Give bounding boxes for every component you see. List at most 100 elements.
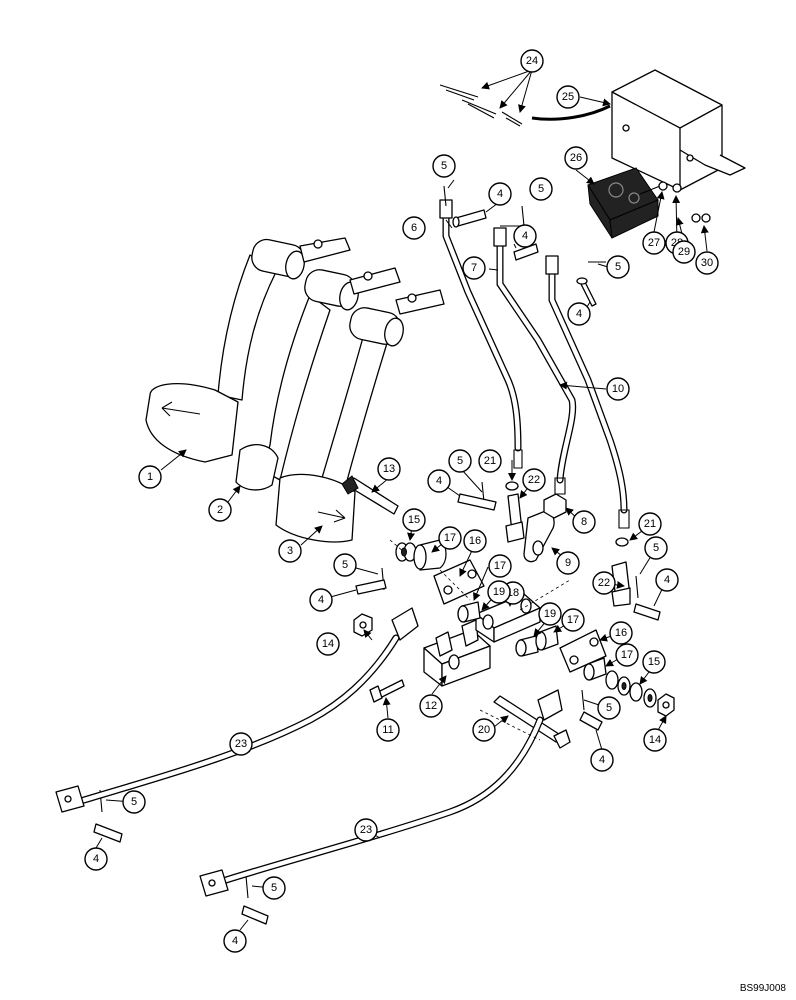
- bolt-11: [369, 679, 405, 703]
- callout-19-right: 19: [538, 602, 562, 626]
- callout-15-right: 15: [642, 650, 666, 674]
- callout-5-top-left: 5: [432, 154, 456, 178]
- callout-23-lower: 23: [354, 818, 378, 842]
- callout-6: 6: [402, 216, 426, 240]
- svg-text:17: 17: [494, 560, 506, 572]
- cover-25: [611, 69, 746, 191]
- pin-4-left: [355, 579, 387, 595]
- nut-8: [543, 493, 567, 519]
- callout-4-mid: 4: [427, 469, 451, 493]
- bolt-20: [493, 695, 571, 749]
- alignment-lines: [389, 539, 571, 741]
- svg-text:24: 24: [526, 55, 538, 67]
- pins-24: [439, 69, 611, 127]
- svg-text:3: 3: [287, 545, 293, 557]
- pedal-3: [275, 289, 445, 543]
- svg-text:27: 27: [648, 237, 660, 249]
- callout-19-left: 19: [487, 580, 511, 604]
- callout-27: 27: [642, 231, 666, 255]
- callout-4-right: 4: [655, 568, 679, 592]
- svg-text:14: 14: [649, 734, 661, 746]
- callout-10: 10: [606, 377, 630, 401]
- callout-17-right: 17: [561, 608, 585, 632]
- svg-text:12: 12: [425, 700, 437, 712]
- callout-23-upper: 23: [229, 732, 253, 756]
- svg-text:10: 10: [612, 383, 624, 395]
- callout-13: 13: [377, 457, 401, 481]
- callout-29: 29: [672, 240, 696, 264]
- svg-text:17: 17: [444, 532, 456, 544]
- callout-20: 20: [472, 718, 496, 742]
- reference-code: BS99J008: [739, 983, 786, 994]
- svg-text:1: 1: [147, 471, 153, 483]
- svg-text:23: 23: [235, 738, 247, 750]
- svg-text:8: 8: [581, 516, 587, 528]
- cotter-5-set: [99, 185, 639, 899]
- callout-1: 1: [138, 465, 162, 489]
- svg-text:22: 22: [598, 577, 610, 589]
- bolt-13: [341, 475, 399, 515]
- svg-text:21: 21: [644, 518, 656, 530]
- svg-text:16: 16: [615, 627, 627, 639]
- callout-24: 24: [520, 49, 544, 73]
- callout-4-top-left: 4: [488, 182, 512, 206]
- callout-5-top-mid: 5: [529, 177, 553, 201]
- callout-5-lower-right: 5: [597, 696, 621, 720]
- callout-4-right-top: 4: [567, 302, 591, 326]
- svg-text:4: 4: [497, 188, 503, 200]
- svg-text:4: 4: [664, 574, 670, 586]
- nut-21-upper: [505, 481, 519, 491]
- callout-4-bottom-left: 4: [84, 847, 108, 871]
- callout-15-left: 15: [402, 508, 426, 532]
- rod-23-lower: [199, 689, 563, 897]
- yoke-9: [523, 509, 555, 563]
- svg-text:4: 4: [599, 754, 605, 766]
- pin-4-right-mid: [633, 603, 661, 621]
- lever-16-left: [433, 559, 485, 605]
- svg-text:5: 5: [653, 542, 659, 554]
- pad-26: [587, 167, 659, 239]
- callout-12: 12: [419, 694, 443, 718]
- svg-text:14: 14: [322, 638, 334, 650]
- washers-right: [605, 670, 657, 708]
- callout-30: 30: [695, 251, 719, 275]
- callout-14-right: 14: [643, 728, 667, 752]
- svg-text:15: 15: [648, 656, 660, 668]
- svg-text:7: 7: [471, 262, 477, 274]
- svg-text:4: 4: [576, 308, 582, 320]
- spacer-17-lower: [583, 657, 607, 681]
- svg-text:5: 5: [271, 882, 277, 894]
- hardware-27-30: [639, 181, 711, 223]
- washers-left: [395, 539, 447, 571]
- svg-text:5: 5: [441, 160, 447, 172]
- pin-4-bottom-mid: [241, 905, 269, 925]
- bracket-12: [423, 619, 491, 687]
- svg-text:5: 5: [131, 796, 137, 808]
- callout-4-top-mid: 4: [513, 224, 537, 248]
- callout-5-bottom-left: 5: [122, 790, 146, 814]
- callout-5-mid: 5: [448, 449, 472, 473]
- svg-text:26: 26: [570, 152, 582, 164]
- svg-text:21: 21: [484, 455, 496, 467]
- callout-22-right: 22: [592, 571, 616, 595]
- pin-4-lower-right: [579, 711, 603, 731]
- clevis-22-upper: [505, 493, 525, 543]
- nut-21-right: [615, 537, 629, 547]
- svg-text:30: 30: [701, 257, 713, 269]
- nut-14-left: [353, 613, 373, 637]
- svg-text:5: 5: [615, 261, 621, 273]
- svg-text:4: 4: [436, 475, 442, 487]
- svg-text:5: 5: [342, 559, 348, 571]
- callout-7: 7: [462, 256, 486, 280]
- pin-4-top-left: [452, 209, 487, 228]
- callout-21-upper: 21: [478, 449, 502, 473]
- callout-5-right: 5: [644, 536, 668, 560]
- pin-4-mid-left: [457, 493, 497, 511]
- svg-text:9: 9: [565, 557, 571, 569]
- svg-text:4: 4: [318, 594, 324, 606]
- pin-4-bottom-left: [93, 823, 123, 843]
- rod-23-upper: [55, 607, 419, 813]
- callout-4-bottom-mid: 4: [223, 929, 247, 953]
- svg-text:15: 15: [408, 514, 420, 526]
